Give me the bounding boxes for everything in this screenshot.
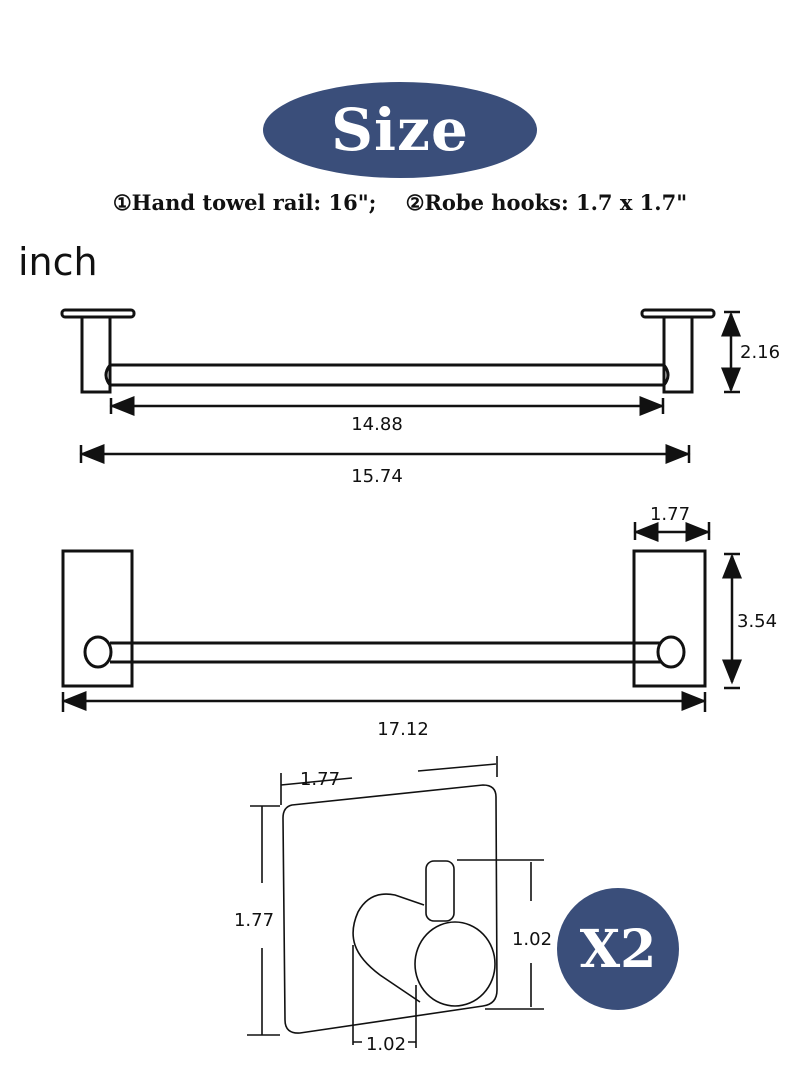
size-title: Size (331, 96, 469, 164)
depth-label: 2.16 (740, 342, 780, 363)
overall-length-label: 15.74 (351, 466, 403, 487)
hook-height-label: 1.02 (512, 929, 552, 950)
product-summary: ①Hand towel rail: 16"; ②Robe hooks: 1.7 … (112, 190, 688, 215)
robe-hook-drawing (247, 756, 544, 1048)
plate-width-label: 1.77 (300, 769, 340, 790)
bracket-height-label: 3.54 (737, 611, 777, 632)
front-view-drawing (61, 522, 742, 712)
plate-height-label: 1.77 (234, 910, 274, 931)
side-view-drawing (60, 308, 741, 464)
hook-depth-label: 1.02 (366, 1034, 406, 1055)
quantity-badge: X2 (557, 888, 679, 1010)
unit-label: inch (18, 240, 98, 284)
overall-width-label: 17.12 (377, 719, 429, 740)
size-title-badge: Size (263, 82, 537, 178)
quantity-badge-text: X2 (579, 918, 657, 980)
inner-length-label: 14.88 (351, 414, 403, 435)
bracket-width-label: 1.77 (650, 504, 690, 525)
